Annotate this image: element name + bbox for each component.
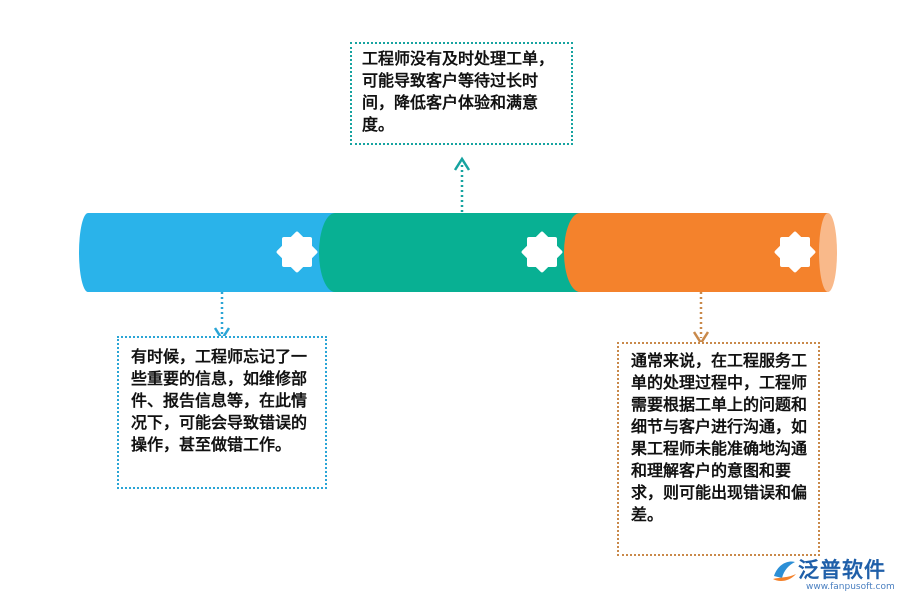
callout-box-top: 工程师没有及时处理工单，可能导致客户等待过长时间，降低客户体验和满意度。 xyxy=(350,42,573,145)
pipe-segment-orange xyxy=(564,213,828,292)
arrow-up-icon xyxy=(453,156,471,171)
gear-icon xyxy=(276,231,318,273)
callout-box-left: 有时候，工程师忘记了一些重要的信息，如维修部件、报告信息等，在此情况下，可能会导… xyxy=(117,336,327,489)
logo-mark-icon xyxy=(773,561,796,582)
logo-url: www.fanpusoft.com xyxy=(806,582,895,592)
callout-text-right: 通常来说，在工程服务工单的处理过程中，工程师需要根据工单上的问题和细节与客户进行… xyxy=(631,351,808,524)
pipe-end-cap xyxy=(819,213,837,292)
callout-text-top: 工程师没有及时处理工单，可能导致客户等待过长时间，降低客户体验和满意度。 xyxy=(362,49,555,134)
callout-box-right: 通常来说，在工程服务工单的处理过程中，工程师需要根据工单上的问题和细节与客户进行… xyxy=(617,342,820,556)
gear-icon xyxy=(774,231,816,273)
logo-name: 泛普软件 xyxy=(798,558,886,582)
brand-logo: 泛普软件 www.fanpusoft.com xyxy=(770,552,895,597)
pipe-segment-blue xyxy=(79,213,335,292)
gear-icon xyxy=(521,231,563,273)
pipe-segment-teal xyxy=(319,213,580,292)
callout-text-left: 有时候，工程师忘记了一些重要的信息，如维修部件、报告信息等，在此情况下，可能会导… xyxy=(131,347,308,454)
